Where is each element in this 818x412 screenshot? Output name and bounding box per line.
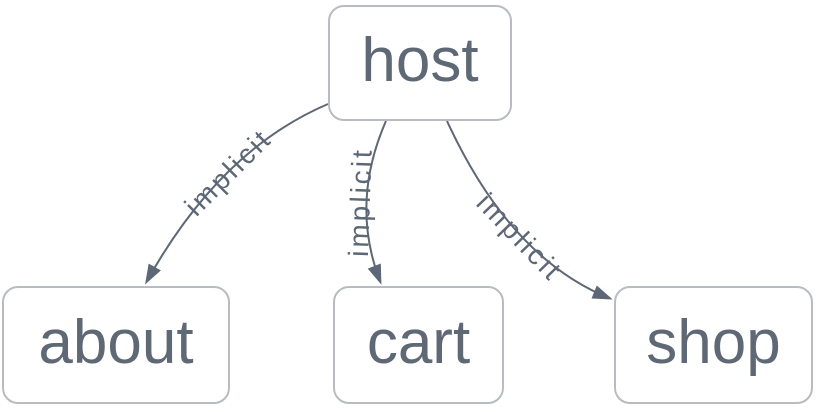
edge-host-about-label: implicit xyxy=(179,123,278,222)
node-shop: shop xyxy=(614,286,813,404)
edge-host-shop xyxy=(446,120,613,300)
node-host-label: host xyxy=(361,26,479,95)
node-cart: cart xyxy=(333,286,504,404)
node-about: about xyxy=(2,286,230,404)
edge-host-cart-label: implicit xyxy=(343,147,378,258)
node-about-label: about xyxy=(38,308,194,377)
edge-host-shop-label: implicit xyxy=(471,187,569,287)
node-shop-label: shop xyxy=(646,308,781,377)
node-host: host xyxy=(328,5,512,121)
node-cart-label: cart xyxy=(366,308,471,377)
edge-host-about xyxy=(145,103,329,285)
edge-host-cart xyxy=(365,120,387,285)
